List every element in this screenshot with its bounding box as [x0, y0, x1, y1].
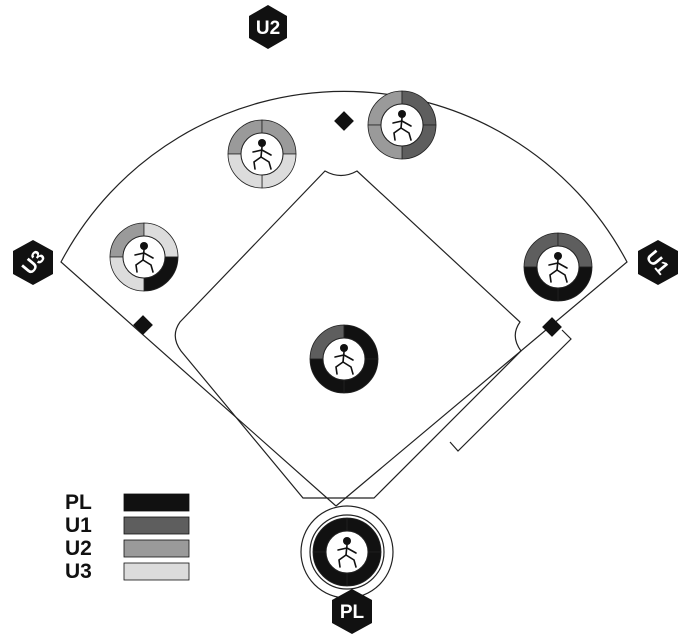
- umpire-badge-u2: U2: [249, 5, 287, 49]
- infield-outline: [174, 170, 522, 499]
- player-icon: [334, 344, 354, 375]
- runners-lane: [449, 329, 572, 452]
- legend-swatch-u3: [123, 562, 190, 581]
- third-base: [133, 315, 153, 335]
- legend-label-u2: U2: [65, 537, 92, 560]
- umpire-badge-u1: U1: [638, 240, 678, 285]
- player-icon: [392, 110, 412, 141]
- legend-label-pl: PL: [65, 491, 92, 514]
- catcher-marker: [312, 517, 382, 587]
- player-icon: [252, 139, 272, 170]
- player-icon: [548, 252, 568, 283]
- svg-text:PL: PL: [340, 602, 365, 623]
- legend-label-u1: U1: [65, 514, 92, 537]
- player-icon: [134, 242, 154, 273]
- svg-text:U2: U2: [256, 18, 280, 39]
- pitcher-marker: [309, 324, 379, 394]
- second-base: [334, 111, 354, 131]
- player-icon: [337, 537, 357, 568]
- legend-swatch-pl: [123, 493, 190, 512]
- third-baseman-marker: [109, 222, 179, 292]
- home-plate-inner-circle: [309, 514, 385, 590]
- shortstop-marker: [227, 119, 297, 189]
- outfield-boundary: [60, 90, 628, 507]
- umpire-badge-u3: U3: [13, 240, 53, 285]
- legend-label-u3: U3: [65, 560, 92, 583]
- legend-swatch-u1: [123, 516, 190, 535]
- plate-umpire-badge-pl: PL: [332, 589, 372, 634]
- second-baseman-marker: [367, 90, 437, 160]
- legend-swatch-u2: [123, 539, 190, 558]
- first-baseman-marker: [523, 232, 593, 302]
- first-base: [542, 317, 562, 337]
- fielder-markers: [109, 90, 593, 587]
